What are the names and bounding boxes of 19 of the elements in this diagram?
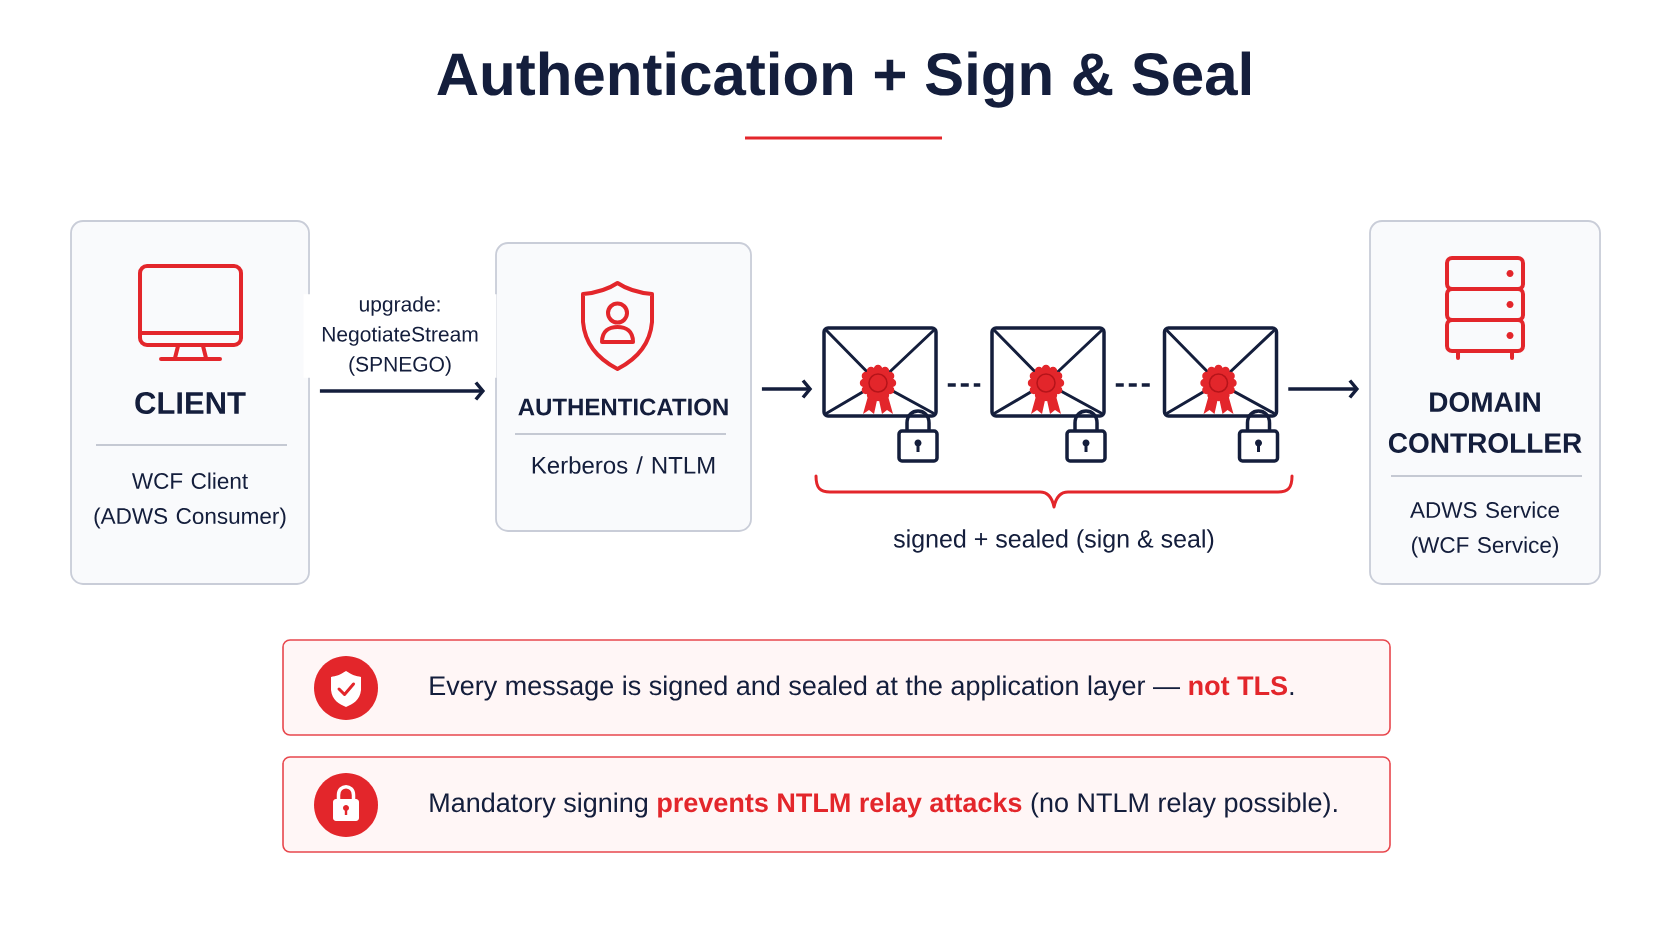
sealed-envelope-icon <box>990 326 1107 463</box>
connector-line <box>947 383 981 387</box>
connector-line <box>1115 383 1153 387</box>
arrow <box>761 379 813 399</box>
arrow <box>319 381 486 401</box>
note-text: Every message is signed and sealed at the application layer — not TLS. <box>430 675 1294 701</box>
body-text: ADWS Service (WCF Service) <box>1410 501 1559 558</box>
heading: CLIENT <box>135 392 246 414</box>
heading: AUTHENTICATION <box>518 398 728 416</box>
sealed-envelope-icon <box>822 326 939 463</box>
title: Authentication + Sign & Seal <box>437 51 1250 108</box>
body-text: Kerberos / NTLM <box>532 456 715 474</box>
note-text: Mandatory signing prevents NTLM relay attacks (no NTLM relay possible). <box>430 792 1337 818</box>
sealed-envelope-icon <box>1162 326 1280 463</box>
edge-label: upgrade: NegotiateStream (SPNEGO) <box>303 294 497 378</box>
body-text: WCF Client (ADWS Consumer) <box>94 472 286 529</box>
brace-label: signed + sealed (sign & seal) <box>893 529 1214 553</box>
arrow <box>1288 379 1360 399</box>
heading: DOMAIN CONTROLLER <box>1388 392 1582 453</box>
